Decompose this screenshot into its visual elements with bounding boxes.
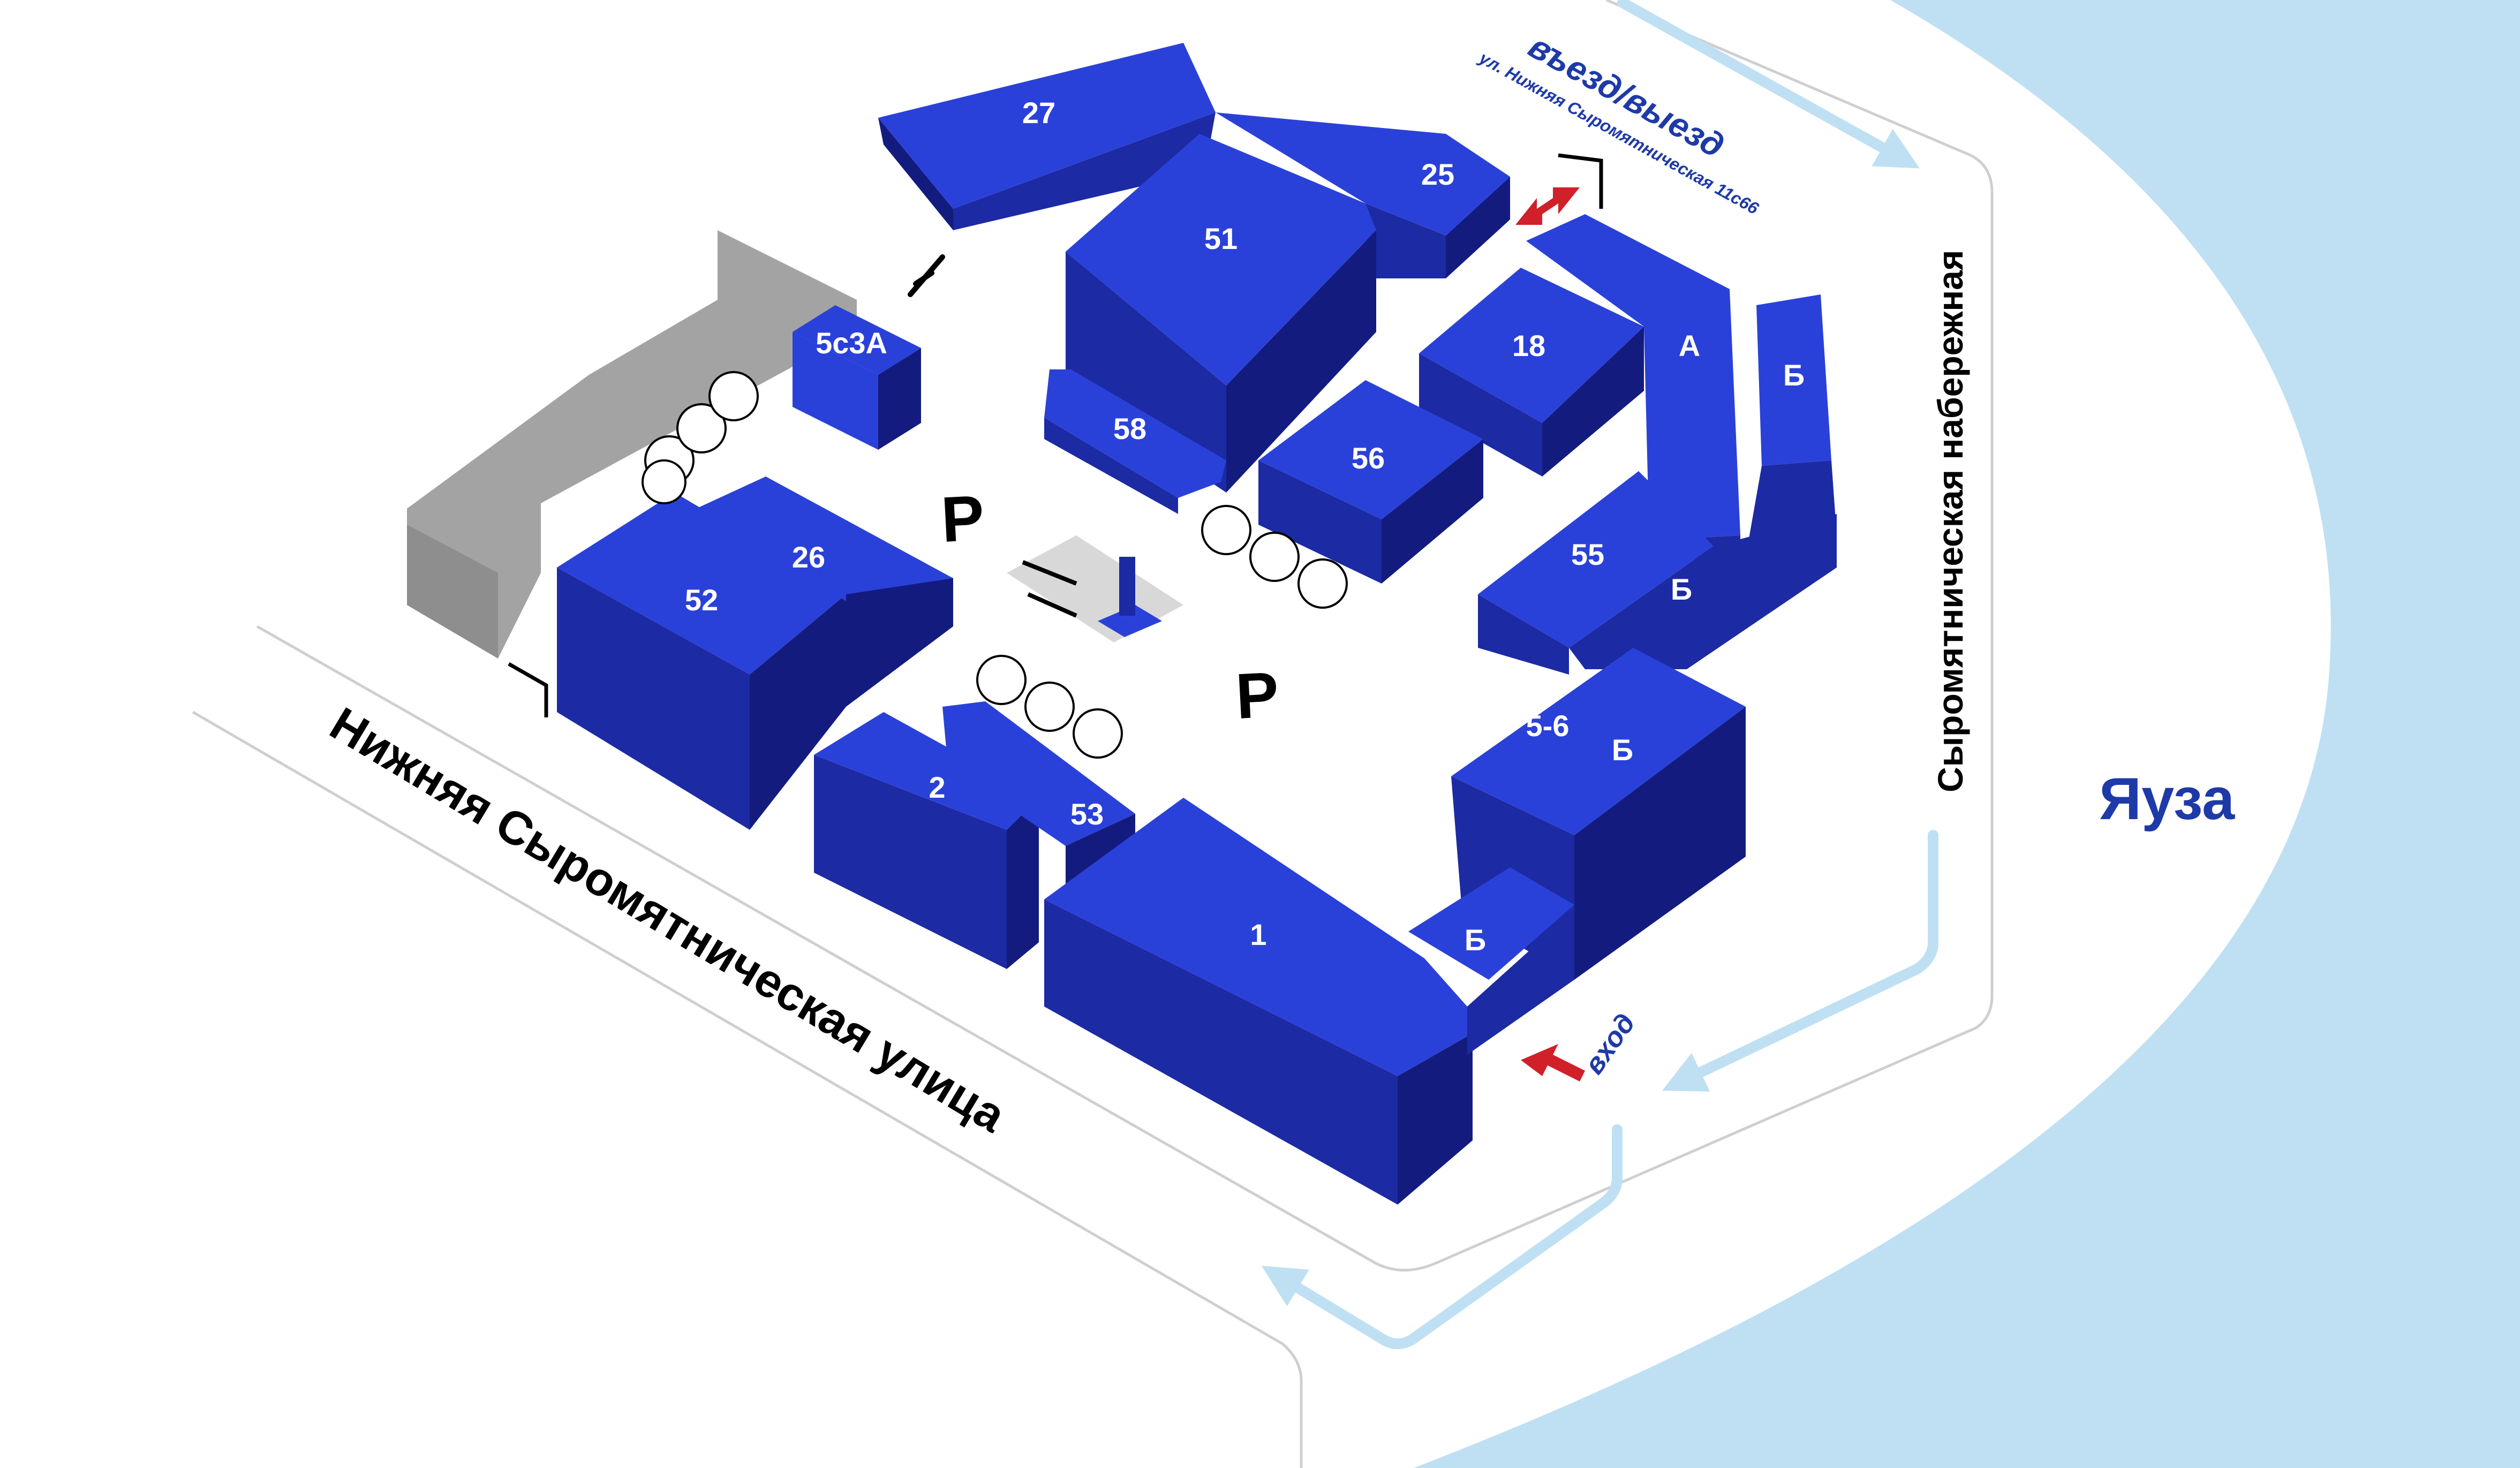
monument-plaza: [1007, 535, 1183, 642]
river-label: Яуза: [2099, 766, 2235, 832]
label-58: 58: [1113, 412, 1146, 445]
building-b-east: [1746, 294, 1837, 557]
building-27: [878, 43, 1216, 230]
label-2: 2: [929, 770, 945, 804]
building-58: [1044, 369, 1226, 514]
gate-markers: [508, 153, 1603, 717]
label-1: 1: [1250, 918, 1266, 951]
parking-label-north: P: [939, 482, 986, 556]
pedestrian-marker: [908, 254, 945, 297]
neighbor-building: [407, 230, 857, 659]
trees-northwest: [642, 371, 759, 504]
entrance-label: вход: [1578, 1008, 1641, 1080]
entrance-arrow: [1521, 1044, 1585, 1081]
traffic-flow-arrows: [1261, 0, 1938, 1349]
road-outlines: [192, 0, 1994, 1468]
label-18: 18: [1512, 329, 1545, 362]
building-2: [814, 712, 1039, 969]
label-56: 56: [1352, 441, 1385, 475]
entry-exit-arrow: [1515, 187, 1580, 225]
building-1: [1044, 798, 1473, 1205]
parking-label-south: P: [1234, 659, 1280, 732]
building-labels: 27 25 51 5с3А 18 А Б 58 56 55 Б 26 52 5-…: [685, 96, 1805, 957]
tree-groups: [642, 371, 1348, 759]
building-51: [1066, 134, 1376, 493]
building-56: [1258, 380, 1483, 584]
label-25: 25: [1421, 157, 1454, 191]
buildings: [557, 43, 1837, 1205]
trees-center: [1201, 505, 1348, 609]
label-a: А: [1679, 329, 1700, 362]
label-b-56: Б: [1612, 733, 1633, 767]
label-55: 55: [1571, 538, 1604, 571]
building-55: [1478, 471, 1837, 675]
label-52: 52: [685, 583, 718, 617]
building-52: [557, 493, 846, 830]
label-5s3a: 5с3А: [816, 326, 887, 360]
building-25: [1216, 112, 1510, 278]
building-5s3a: [793, 305, 921, 450]
river-yauza: [1414, 0, 2520, 1468]
building-18: [1419, 268, 1644, 476]
label-b-east: Б: [1783, 358, 1805, 392]
street-label-embankment: Сыромятническая набережная: [1930, 250, 1970, 792]
label-27: 27: [1022, 96, 1055, 130]
label-b-55: Б: [1671, 572, 1692, 606]
building-b-1: [1408, 867, 1574, 1055]
trees-south: [976, 655, 1123, 759]
building-26: [696, 476, 953, 707]
label-53: 53: [1070, 797, 1104, 831]
label-51: 51: [1204, 222, 1238, 255]
label-5-6: 5-6: [1526, 709, 1570, 743]
label-b-1: Б: [1465, 923, 1486, 957]
label-26: 26: [792, 540, 825, 574]
